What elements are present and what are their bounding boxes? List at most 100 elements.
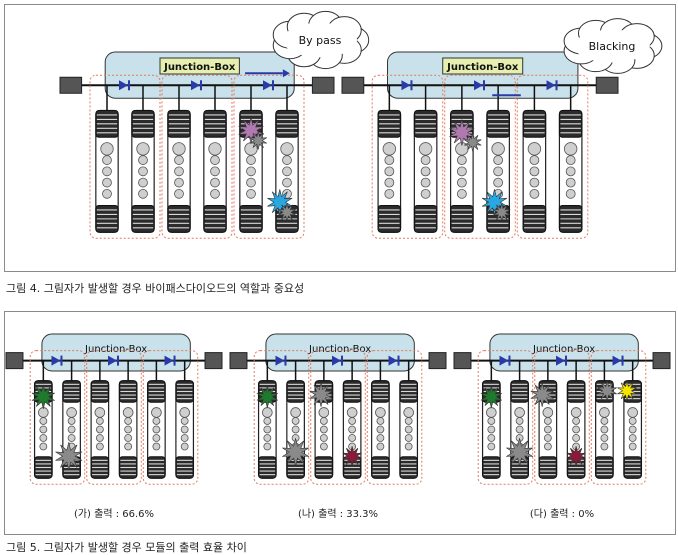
cell-dot bbox=[572, 434, 581, 442]
cell-dot bbox=[384, 166, 395, 177]
cell-dot bbox=[600, 442, 609, 451]
cell-dot bbox=[628, 434, 637, 442]
cell-dot bbox=[404, 417, 413, 425]
diode-triangle bbox=[556, 355, 565, 366]
cloud-label: By pass bbox=[299, 34, 342, 47]
diode-triangle bbox=[612, 355, 622, 366]
diode-triangle bbox=[164, 355, 174, 366]
string-group-outline bbox=[371, 74, 444, 239]
cell-dot bbox=[376, 425, 385, 434]
cell-dot bbox=[565, 188, 576, 199]
shadow-gray bbox=[464, 133, 482, 152]
cell-dot bbox=[152, 434, 161, 442]
bypass-diode bbox=[51, 355, 63, 366]
cell-dot bbox=[138, 155, 148, 165]
string-group-outline bbox=[89, 74, 161, 239]
cell-dot bbox=[404, 434, 413, 442]
cell-dot bbox=[514, 407, 525, 418]
cell-dot bbox=[376, 417, 385, 425]
solar-cell bbox=[371, 380, 390, 479]
cell-dot bbox=[151, 407, 162, 418]
cell-dot bbox=[404, 442, 413, 451]
cell-dot bbox=[418, 142, 433, 156]
solar-cell bbox=[257, 380, 277, 479]
cell-dot bbox=[124, 442, 133, 451]
cell-dot bbox=[102, 166, 112, 177]
cell-dot bbox=[172, 142, 186, 156]
terminal-right bbox=[595, 76, 619, 94]
cell-dot bbox=[382, 142, 397, 156]
cell-dot bbox=[487, 442, 496, 451]
terminal-right bbox=[428, 352, 447, 370]
cell-dot bbox=[565, 166, 576, 177]
diode-triangle bbox=[263, 80, 272, 91]
bypass-diode bbox=[546, 80, 558, 91]
figure-5-caption: 그림 5. 그림자가 발생할 경우 모듈의 출력 효율 차이 bbox=[6, 541, 247, 554]
cell-dot bbox=[515, 425, 524, 434]
cell-dot bbox=[122, 407, 134, 418]
bypass-diode bbox=[401, 80, 413, 91]
cell-dot bbox=[384, 155, 395, 166]
cell-dot bbox=[152, 442, 161, 451]
junction-box-label: Junction-Box bbox=[308, 344, 371, 355]
solar-cell bbox=[377, 109, 402, 233]
cell-dot bbox=[628, 442, 637, 451]
bypass-diode bbox=[275, 355, 287, 366]
cell-dot bbox=[319, 434, 328, 442]
cell-dot bbox=[136, 142, 150, 156]
cell-dot bbox=[420, 188, 431, 199]
cell-dot bbox=[529, 188, 540, 199]
cell-dot bbox=[282, 166, 292, 177]
shadow-green bbox=[480, 385, 502, 408]
cell-dot bbox=[67, 434, 76, 442]
cell-dot bbox=[180, 417, 189, 425]
diode-triangle bbox=[119, 80, 128, 91]
terminal-left bbox=[59, 76, 83, 94]
cell-dot bbox=[291, 417, 300, 425]
terminal-left bbox=[229, 352, 248, 370]
output-label: (나) 출력 : 33.3% bbox=[298, 508, 378, 520]
cell-dot bbox=[348, 434, 357, 442]
string-group-outline bbox=[29, 350, 86, 485]
bypass-arrow-head bbox=[282, 69, 290, 78]
solar-cell bbox=[399, 380, 419, 479]
cell-dot bbox=[210, 155, 220, 165]
terminal-left bbox=[453, 352, 472, 370]
cell-dot bbox=[563, 142, 578, 156]
string-group-outline bbox=[233, 74, 305, 239]
bypass-diode bbox=[108, 355, 119, 366]
module-panel: Junction-Box bbox=[59, 51, 335, 239]
cell-dot bbox=[515, 417, 524, 425]
diode-triangle bbox=[499, 355, 509, 366]
cell-dot bbox=[95, 425, 104, 434]
solar-cell bbox=[131, 109, 155, 233]
shadow-gray bbox=[493, 203, 511, 222]
cell-dot bbox=[319, 425, 328, 434]
cell-dot bbox=[102, 177, 112, 188]
diode-triangle bbox=[51, 355, 61, 366]
cell-dot bbox=[102, 188, 112, 199]
junction-box-label: Junction-Box bbox=[446, 62, 519, 73]
cell-dot bbox=[456, 155, 467, 166]
shadow-purple bbox=[238, 117, 264, 144]
cell-dot bbox=[404, 425, 413, 434]
cell-dot bbox=[95, 417, 104, 425]
string-group-outline bbox=[86, 350, 142, 485]
solar-cell bbox=[413, 109, 438, 233]
bypass-diode bbox=[164, 355, 176, 366]
bypass-diode bbox=[332, 355, 343, 366]
string-group-outline bbox=[477, 350, 534, 485]
solar-cell bbox=[147, 380, 166, 479]
cell-dot bbox=[491, 142, 505, 156]
diode-triangle bbox=[108, 355, 117, 366]
junction-box-label: Junction-Box bbox=[84, 344, 147, 355]
shadow-green bbox=[31, 384, 55, 409]
cell-dot bbox=[180, 425, 189, 434]
string-group-outline bbox=[534, 350, 590, 485]
cell-dot bbox=[291, 425, 300, 434]
string-group-outline bbox=[516, 74, 589, 239]
cell-dot bbox=[263, 442, 272, 451]
cell-dot bbox=[95, 434, 104, 442]
cell-dot bbox=[628, 425, 637, 434]
